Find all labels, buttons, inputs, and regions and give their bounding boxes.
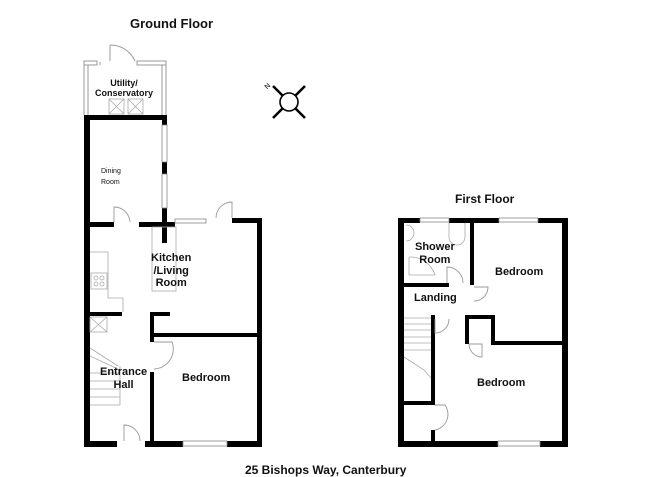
ground-floor-doors [113, 201, 233, 442]
room-label-entrance-hall: Entrance Hall [100, 366, 147, 391]
conservatory-door [109, 44, 136, 62]
ground-floor-walls [84, 115, 262, 447]
kitchen-label-line2: /Living [153, 264, 189, 277]
ground-floor-windows [161, 124, 228, 447]
first-floor-windows [419, 217, 541, 447]
conservatory-fixtures [108, 98, 144, 115]
kitchen-label-line3: Room [155, 277, 187, 290]
first-floor-walls [398, 218, 568, 447]
ground-floor-title: Ground Floor [130, 16, 214, 31]
svg-text:N: N [264, 82, 273, 91]
room-label-utility: Utility/ Conservatory [95, 78, 153, 99]
kitchen-label-line1: Kitchen [151, 252, 192, 264]
north-compass-icon: N [264, 82, 306, 119]
room-label-first-bedroom-2: Bedroom [477, 377, 526, 389]
room-label-kitchen: Kitchen /Living Room [151, 252, 191, 290]
conservatory-walls [83, 60, 167, 115]
shower-label-line1: Shower [415, 241, 455, 253]
hall-label-line1: Entrance [100, 366, 148, 378]
dining-label-line2: Room [101, 178, 120, 186]
hall-label-line2: Hall [113, 378, 134, 391]
dining-label-line1: Dining [101, 168, 121, 175]
room-label-dining: Dining Room [101, 167, 121, 188]
room-label-shower: Shower Room [415, 241, 455, 266]
address-caption: 25 Bishops Way, Canterbury [245, 463, 407, 477]
utility-label-line1: Utility/ [110, 78, 138, 88]
ground-floor-fixtures [89, 226, 177, 406]
room-label-landing: Landing [414, 292, 457, 304]
first-floor-doors [434, 266, 489, 431]
room-label-ground-bedroom: Bedroom [182, 372, 231, 384]
utility-label-line2: Conservatory [95, 88, 154, 99]
first-floor-title: First Floor [455, 192, 515, 206]
shower-label-line2: Room [419, 253, 451, 266]
first-floor-fixtures [403, 223, 466, 379]
room-label-first-bedroom-1: Bedroom [495, 266, 544, 278]
